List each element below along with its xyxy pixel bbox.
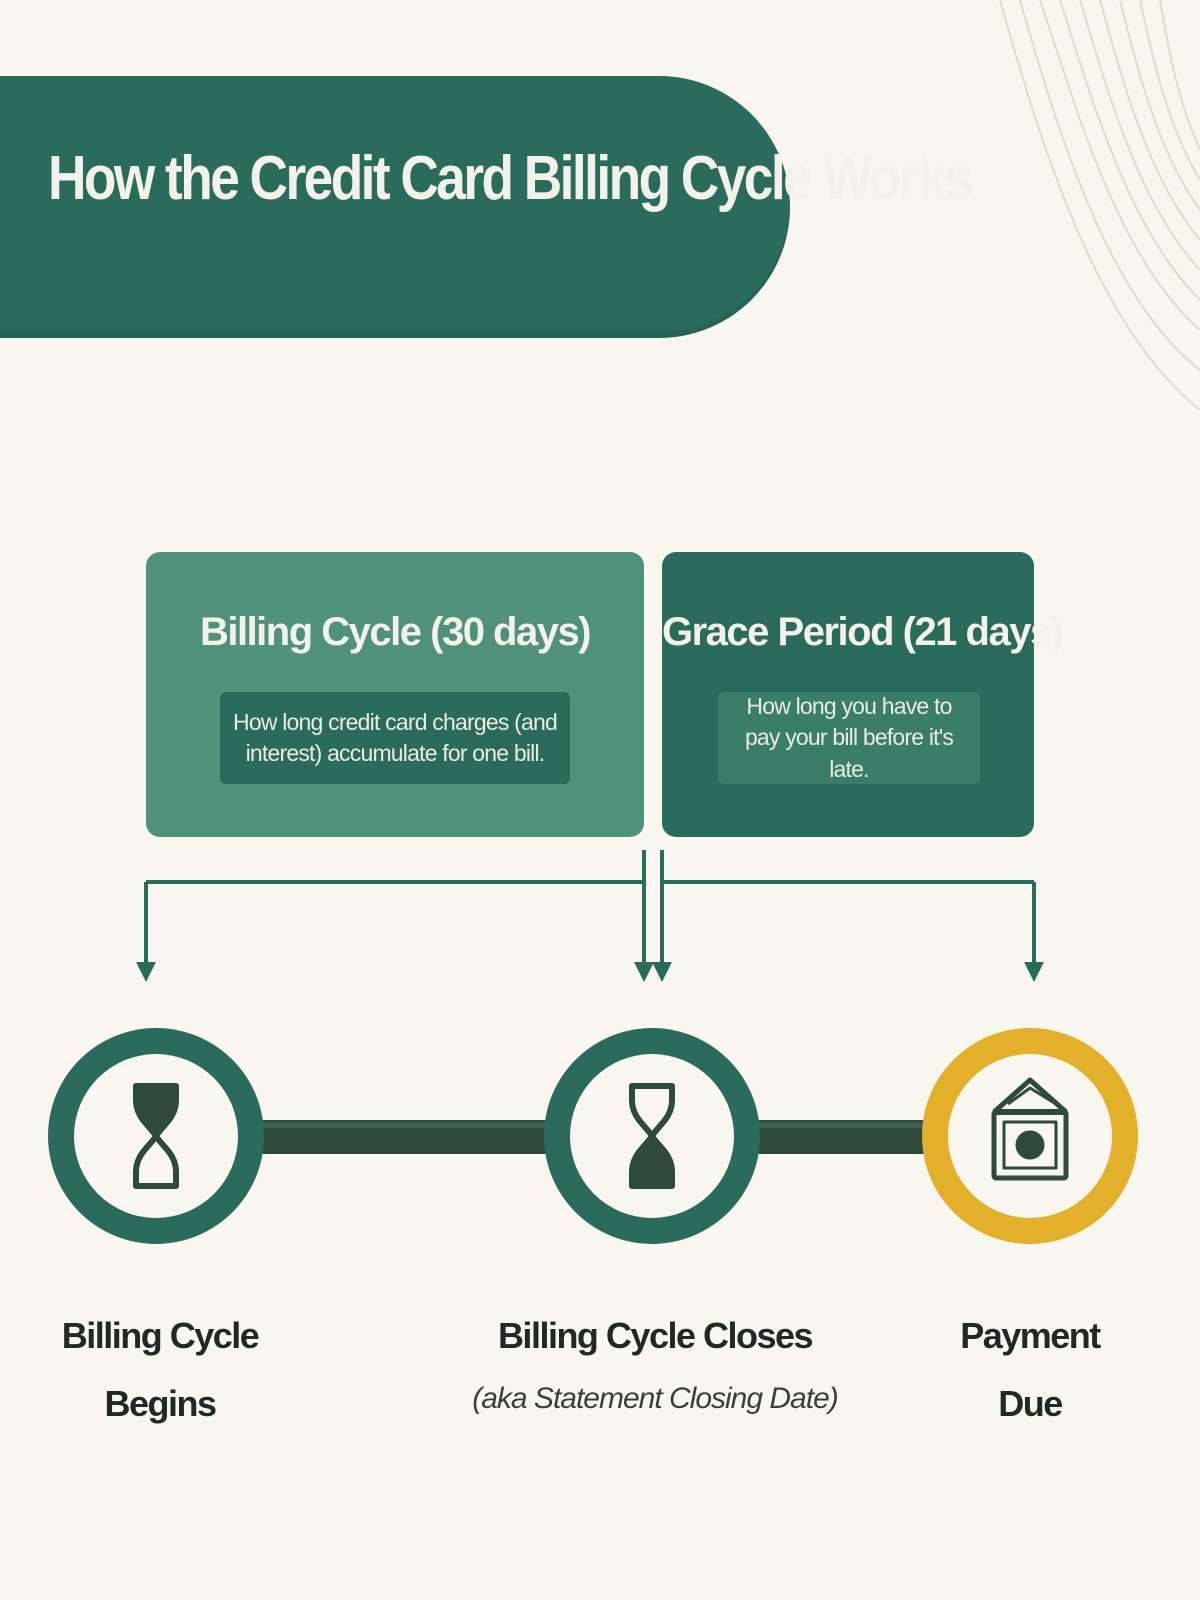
milestone-due-line2: Due xyxy=(998,1383,1063,1425)
billing-cycle-card: Billing Cycle (30 days) How long credit … xyxy=(146,552,644,837)
billing-cycle-heading: Billing Cycle (30 days) xyxy=(199,610,592,654)
arrow-down-icon xyxy=(1024,962,1044,982)
billing-cycle-bracket xyxy=(144,850,646,965)
milestone-begins-line2: Begins xyxy=(104,1383,217,1425)
grace-period-card: Grace Period (21 days) How long you have… xyxy=(662,552,1064,837)
grace-period-heading: Grace Period (21 days) xyxy=(662,610,1064,654)
milestone-due-marker xyxy=(922,1028,1138,1244)
hourglass-icon xyxy=(629,1083,675,1189)
grace-period-description: How long you have to pay your bill befor… xyxy=(718,692,980,784)
money-envelope-icon xyxy=(991,1077,1069,1181)
arrow-down-icon xyxy=(136,962,156,982)
milestone-begins-line1: Billing Cycle xyxy=(61,1315,260,1356)
milestone-begins-marker xyxy=(48,1028,264,1244)
arrow-down-icon xyxy=(652,962,672,982)
grace-period-bracket xyxy=(660,850,1036,965)
title-banner xyxy=(0,76,790,338)
milestone-closes-subtitle: (aka Statement Closing Date) xyxy=(472,1382,839,1416)
arrow-down-icon xyxy=(634,962,654,982)
milestone-begins-label: Billing Cycle Begins xyxy=(60,1302,260,1439)
milestone-closes-marker xyxy=(544,1028,760,1244)
milestone-due-label: Payment Due xyxy=(940,1302,1120,1439)
arrow-heads xyxy=(136,962,1044,982)
hourglass-icon xyxy=(133,1083,179,1189)
milestone-due-line1: Payment xyxy=(960,1315,1101,1356)
milestone-closes-label: Billing Cycle Closes (aka Statement Clos… xyxy=(455,1302,855,1427)
billing-cycle-description: How long credit card charges (and intere… xyxy=(220,692,570,784)
milestone-closes-line1: Billing Cycle Closes xyxy=(497,1315,814,1356)
